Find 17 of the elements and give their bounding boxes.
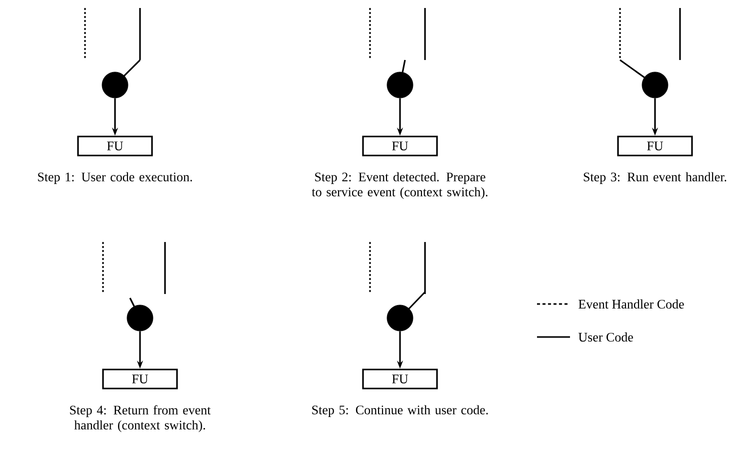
ball-symbol	[126, 304, 154, 332]
ball-symbol	[386, 304, 414, 332]
step-caption: Step 5: Continue with user code.	[312, 405, 488, 417]
step-caption: Step 1: User code execution.	[38, 172, 192, 184]
legend-text: User Code	[578, 332, 633, 342]
step-caption: Step 3: Run event handler.	[584, 172, 726, 184]
ball-symbol	[386, 72, 414, 98]
fu-box: FU	[617, 136, 693, 156]
ball-symbol	[102, 72, 128, 98]
ball-symbol	[642, 72, 668, 98]
fu-box: FU	[362, 136, 438, 156]
fu-box: FU	[77, 136, 153, 156]
step-caption: Step 2: Event detected. Prepare to service event (context switch).	[312, 172, 488, 199]
step-caption: Step 4: Return from event handler (context switch).	[70, 405, 211, 432]
fu-box: FU	[362, 368, 438, 390]
legend-text: Event Handler Code	[578, 299, 684, 309]
fu-box: FU	[102, 368, 178, 390]
